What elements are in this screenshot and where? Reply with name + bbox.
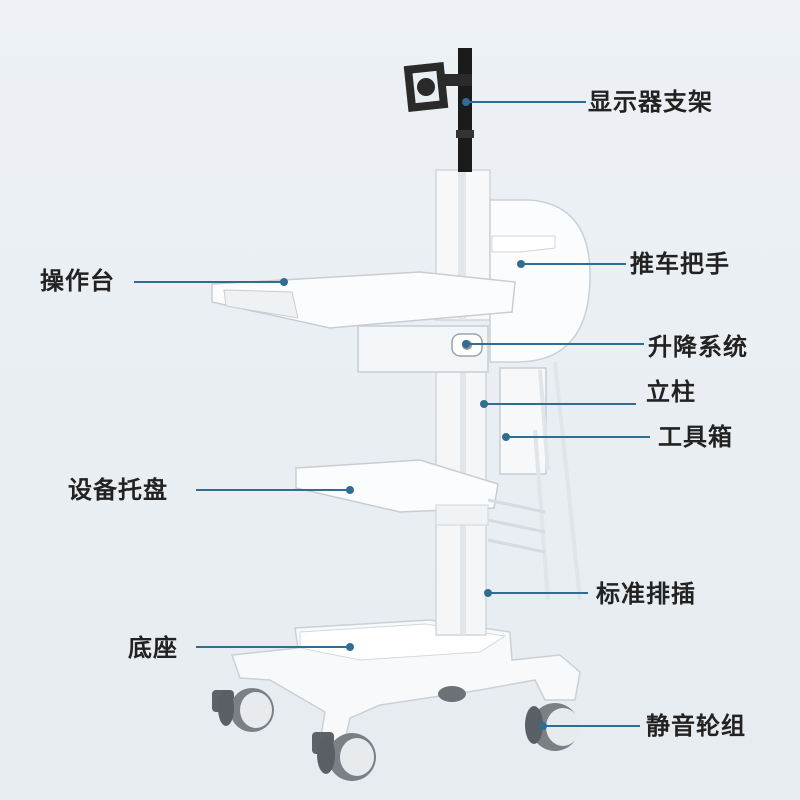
label-equipment-tray: 设备托盘 [68, 476, 168, 504]
leader-dots [280, 98, 547, 730]
caster-left [212, 688, 274, 732]
label-column: 立柱 [646, 378, 696, 406]
label-monitor-mount: 显示器支架 [588, 88, 713, 116]
caster-front [312, 732, 376, 781]
caster-back [438, 686, 466, 702]
label-power-strip: 标准排插 [596, 580, 696, 608]
label-toolbox: 工具箱 [658, 423, 733, 451]
vesa-mount [403, 62, 472, 112]
label-push-handle: 推车把手 [630, 250, 730, 278]
label-silent-casters: 静音轮组 [646, 712, 746, 740]
equipment-tray-shape [295, 459, 499, 513]
leader-lines [134, 101, 650, 727]
monitor-pole [458, 48, 472, 172]
label-base: 底座 [128, 634, 178, 662]
label-operating-table: 操作台 [40, 267, 115, 295]
label-lift-system: 升降系统 [648, 333, 748, 361]
